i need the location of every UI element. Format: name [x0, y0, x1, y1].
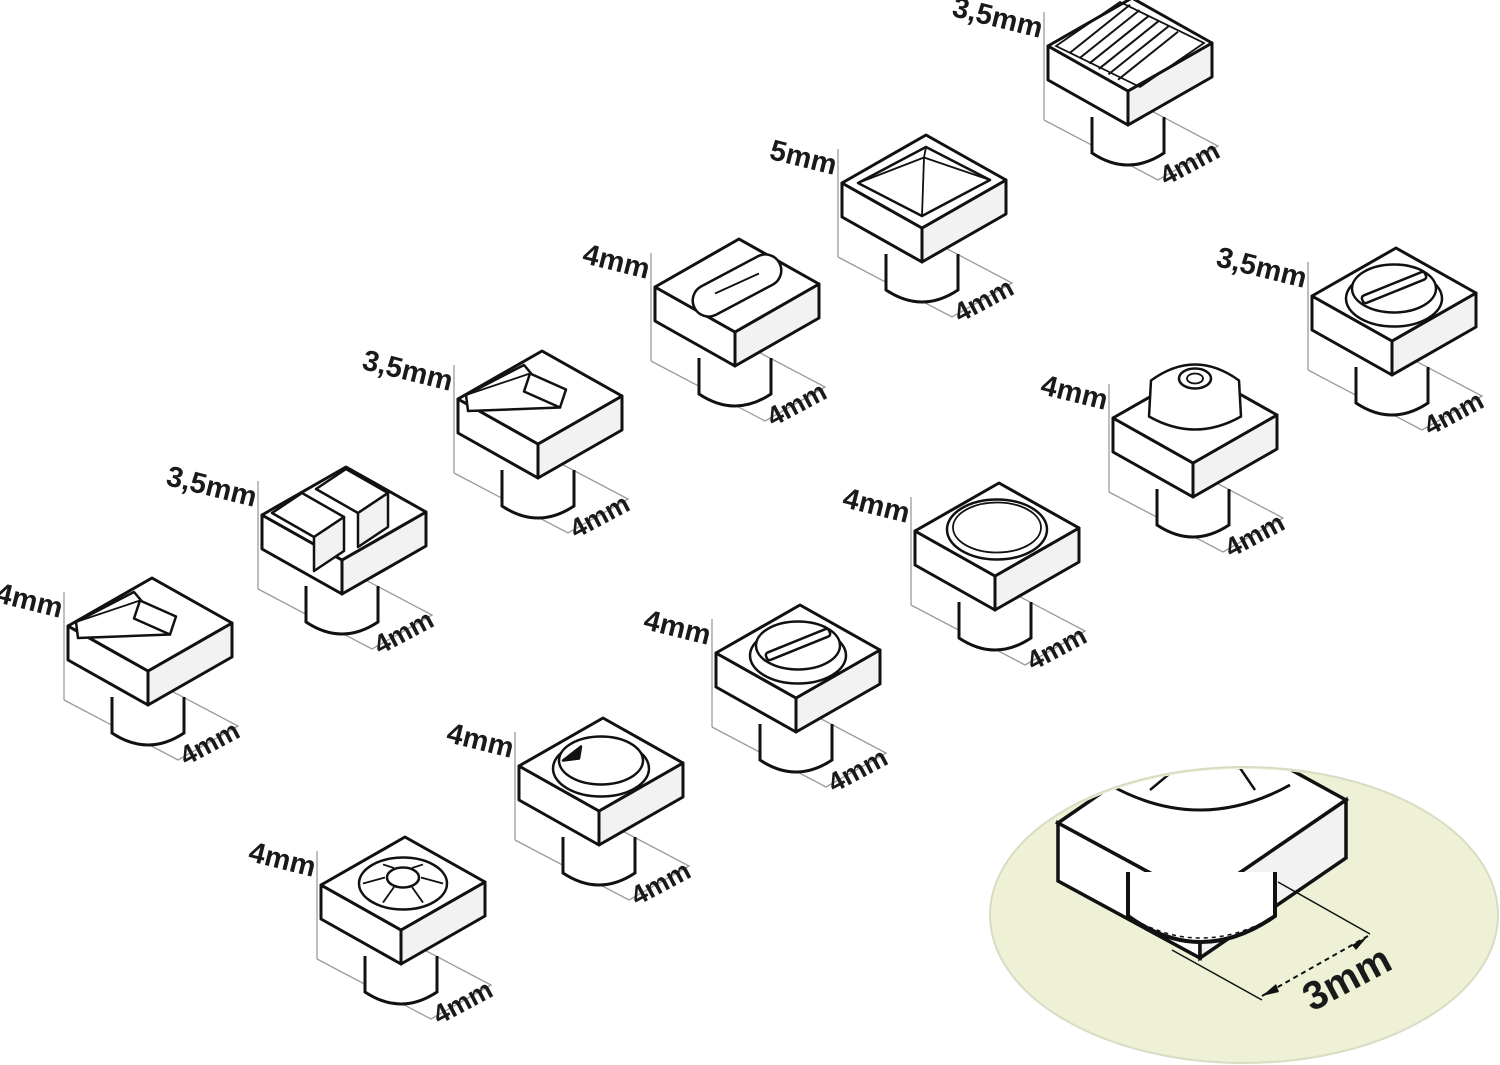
height-label: 4mm	[1038, 369, 1111, 416]
height-label: 4mm	[641, 604, 714, 651]
shaft	[110, 697, 186, 747]
hollow-dome-icon	[1147, 363, 1243, 431]
shaft	[561, 837, 637, 887]
height-label: 3,5mm	[1213, 242, 1310, 295]
height-label: 5mm	[767, 134, 840, 181]
height-label: 3,5mm	[949, 0, 1046, 45]
wedge-slope-icon	[74, 590, 178, 640]
dial-notch-icon	[551, 735, 651, 798]
height-label: 3,5mm	[359, 345, 456, 398]
double-ridge-icon	[270, 467, 390, 573]
shaft	[1354, 367, 1430, 417]
detail-zoom: 3mm	[989, 766, 1499, 1064]
shaft	[697, 358, 773, 408]
height-label: 3,5mm	[163, 461, 260, 514]
shaft	[758, 724, 834, 774]
shaft	[363, 956, 439, 1006]
parts-layer: 4mm4mm3,5mm4mm3,5mm4mm4mm4mm5mm4mm3,5mm4…	[0, 0, 1488, 1030]
height-label: 4mm	[580, 238, 653, 285]
flat-dome-icon	[945, 498, 1049, 561]
slotted-screw-icon	[748, 620, 848, 685]
height-label: 4mm	[0, 577, 66, 624]
phillips-star-icon	[357, 856, 449, 911]
height-label: 4mm	[840, 482, 913, 529]
grille-icon	[1054, 0, 1206, 89]
shaft	[957, 602, 1033, 652]
shaft	[884, 254, 960, 304]
shaft	[500, 470, 576, 520]
height-label: 4mm	[444, 717, 517, 764]
wedge-step-icon	[464, 363, 568, 413]
shaft	[1155, 489, 1231, 539]
magnified-shaft-icon	[1054, 769, 1371, 1001]
oval-slot-icon	[691, 253, 783, 318]
shaft	[1090, 117, 1166, 167]
height-label: 4mm	[246, 836, 319, 883]
shaft	[304, 586, 380, 636]
pyramid-icon	[856, 145, 992, 218]
slotted-cap-icon	[1344, 263, 1444, 328]
